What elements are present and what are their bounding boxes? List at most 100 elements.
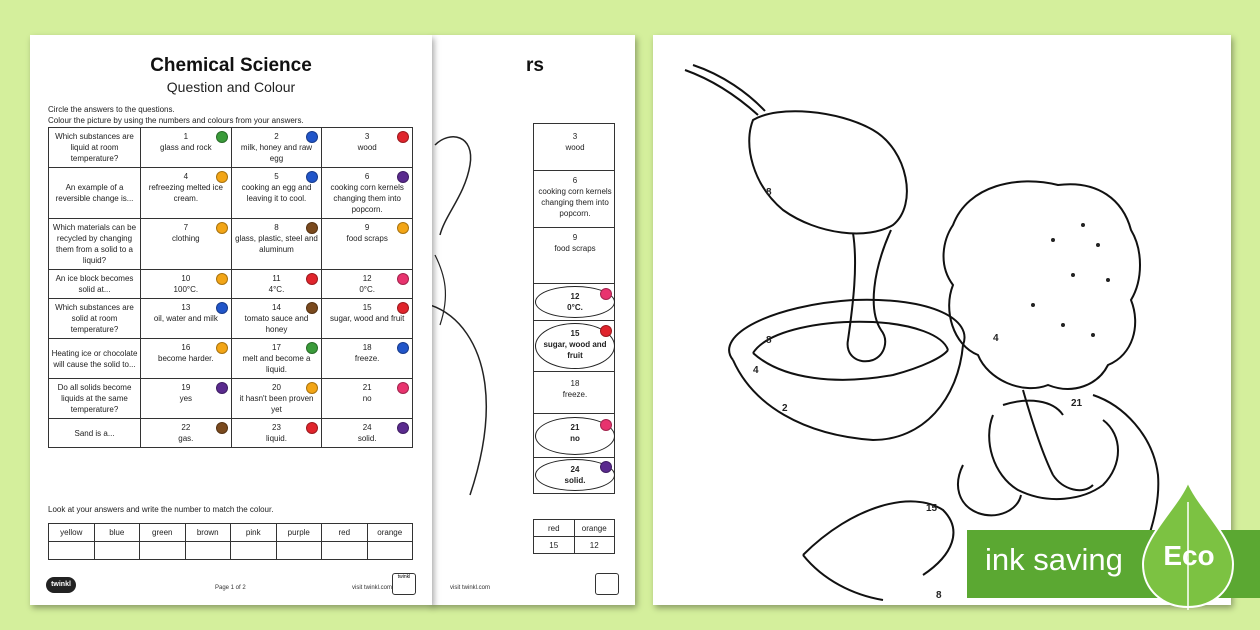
answer-text: cooking an egg and leaving it to cool. — [241, 183, 312, 203]
colour-answer-box[interactable] — [230, 541, 277, 560]
colour-dot — [397, 222, 409, 234]
colour-answer-box[interactable] — [321, 541, 368, 560]
instruction: Colour the picture by using the numbers … — [48, 116, 304, 125]
colour-answer-box[interactable] — [366, 541, 413, 560]
answer-number: 7 — [183, 223, 189, 232]
answers-grid-line — [533, 227, 615, 228]
worksheet-page: Chemical Science Question and Colour Cir… — [30, 35, 432, 605]
answer-circle — [535, 286, 615, 318]
colour-header: brown — [184, 523, 231, 542]
answer-number: 19 — [181, 383, 191, 392]
colour-answer-box[interactable] — [184, 541, 231, 560]
answer-number: 15 — [362, 303, 372, 312]
question-table: Which substances are liquid at room temp… — [48, 127, 413, 448]
answer-text: melt and become a liquid. — [242, 354, 311, 374]
colour-dot — [215, 422, 228, 434]
answer-text: clothing — [172, 234, 200, 243]
colour-dot — [215, 222, 228, 234]
question-cell: Which substances are solid at room tempe… — [48, 298, 141, 339]
colour-dot — [215, 171, 228, 183]
answer-option[interactable]: 7 clothing — [140, 218, 232, 270]
answer-option[interactable]: 19 yes — [140, 378, 232, 419]
colour-header: red — [321, 523, 368, 542]
answer-number: 16 — [181, 343, 191, 352]
answers-grid-line — [533, 413, 615, 414]
answer-text: yes — [179, 394, 193, 403]
question-row: Which substances are solid at room tempe… — [48, 298, 413, 339]
colour-dot — [306, 171, 319, 183]
answer-number: 12 — [362, 274, 372, 283]
answer-number: 13 — [181, 303, 191, 312]
colour-dot — [306, 422, 319, 434]
answer-option[interactable]: 10 100°C. — [140, 269, 232, 299]
colour-dot — [306, 131, 319, 143]
page-number: Page 1 of 2 — [215, 585, 246, 591]
answers-grid-line — [533, 371, 615, 372]
look-instruction: Look at your answers and write the numbe… — [48, 505, 274, 514]
question-row: Which substances are liquid at room temp… — [48, 127, 413, 168]
answer-number: 21 — [362, 383, 372, 392]
colour-dot — [600, 325, 612, 337]
colour-dot — [397, 171, 409, 183]
answer-text: glass and rock — [160, 143, 212, 152]
colour-dot — [215, 131, 228, 143]
question-cell: Heating ice or chocolate will cause the … — [48, 338, 141, 379]
answer-text: glass, plastic, steel and aluminum — [235, 234, 318, 254]
colour-dot — [215, 382, 228, 394]
colour-dot — [306, 342, 319, 354]
colour-dot — [306, 382, 319, 394]
colour-number-label: 21 — [1071, 398, 1083, 409]
colour-answer-box[interactable] — [48, 541, 95, 560]
answers-grid-line — [533, 123, 615, 124]
colour-dot — [306, 273, 319, 285]
colour-answer-box[interactable] — [93, 541, 140, 560]
colour-dot — [397, 131, 409, 143]
question-row: Heating ice or chocolate will cause the … — [48, 338, 413, 379]
answer-text: 100°C. — [173, 285, 199, 294]
colour-header: yellow — [48, 523, 95, 542]
colour-dot — [215, 342, 228, 354]
colour-answer-box[interactable] — [139, 541, 186, 560]
worksheet-title: Chemical Science — [150, 55, 312, 76]
colour-answer-box[interactable] — [275, 541, 322, 560]
colour-dot — [215, 273, 228, 285]
answer-number: 9 — [364, 223, 370, 232]
colour-header: green — [139, 523, 186, 542]
answer-circle — [535, 323, 615, 369]
eco-label: Eco — [1163, 540, 1215, 571]
answers-grid-line — [533, 123, 534, 493]
answer-text: solid. — [357, 434, 377, 443]
colour-dot — [397, 302, 409, 314]
colour-dot — [600, 288, 612, 300]
answer-number: 20 — [272, 383, 281, 392]
answer-number: 10 — [181, 274, 191, 283]
colour-dot — [397, 382, 409, 394]
